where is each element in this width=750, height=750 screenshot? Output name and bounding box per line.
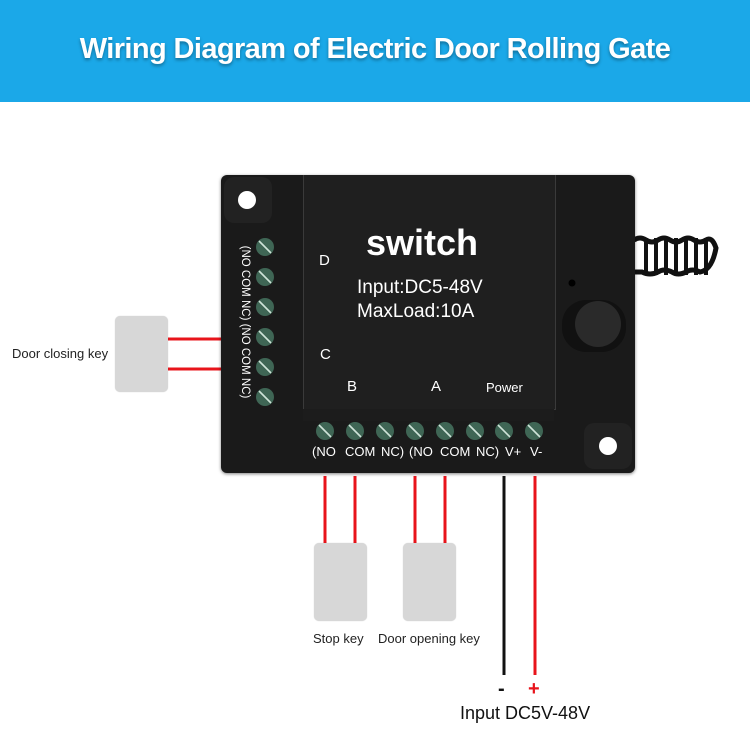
channel-b-label: B: [347, 378, 358, 395]
channel-d-label: D: [319, 252, 330, 269]
learn-button: [575, 301, 621, 347]
terminal-label: COM: [440, 444, 471, 459]
diagram-title: Wiring Diagram of Electric Door Rolling …: [79, 33, 671, 65]
channel-c-label: C: [320, 346, 331, 363]
door-opening-key: [403, 543, 456, 621]
door-opening-key-label: Door opening key: [378, 631, 480, 646]
positive-sign: +: [528, 678, 540, 700]
stop-key: [314, 543, 367, 621]
stop-key-label: Stop key: [313, 631, 364, 646]
mount-hole-top-left: [238, 191, 256, 209]
max-load-spec: MaxLoad:10A: [357, 301, 475, 322]
terminal-label: NC): [381, 444, 405, 459]
device-name: switch: [366, 222, 479, 263]
terminal-label: NC): [476, 444, 500, 459]
title-banner: Wiring Diagram of Electric Door Rolling …: [0, 0, 750, 102]
left-terminal-block: [256, 238, 274, 406]
terminal-label: COM: [345, 444, 376, 459]
door-closing-key-label: Door closing key: [12, 346, 109, 361]
terminal-label: V-: [530, 444, 543, 459]
power-terminal-label: Power: [486, 380, 523, 395]
input-spec: Input:DC5-48V: [357, 277, 483, 298]
cover-lip: [303, 409, 554, 421]
channel-a-label: A: [431, 378, 442, 395]
antenna-coil-loops: [644, 238, 708, 275]
mount-hole-bottom-right: [599, 437, 617, 455]
status-led: [568, 279, 576, 287]
door-closing-key: [115, 316, 168, 392]
terminal-label: (NO: [409, 444, 433, 459]
terminal-label: (NO: [312, 444, 336, 459]
terminal-label: V+: [505, 444, 522, 459]
bottom-terminal-block: [316, 422, 543, 440]
side-terminal-labels: (NO COM NC) (NO COM NC): [239, 245, 251, 399]
power-input-label: Input DC5V-48V: [460, 703, 591, 723]
negative-sign: -: [498, 678, 505, 700]
relay-cover: [303, 175, 556, 410]
